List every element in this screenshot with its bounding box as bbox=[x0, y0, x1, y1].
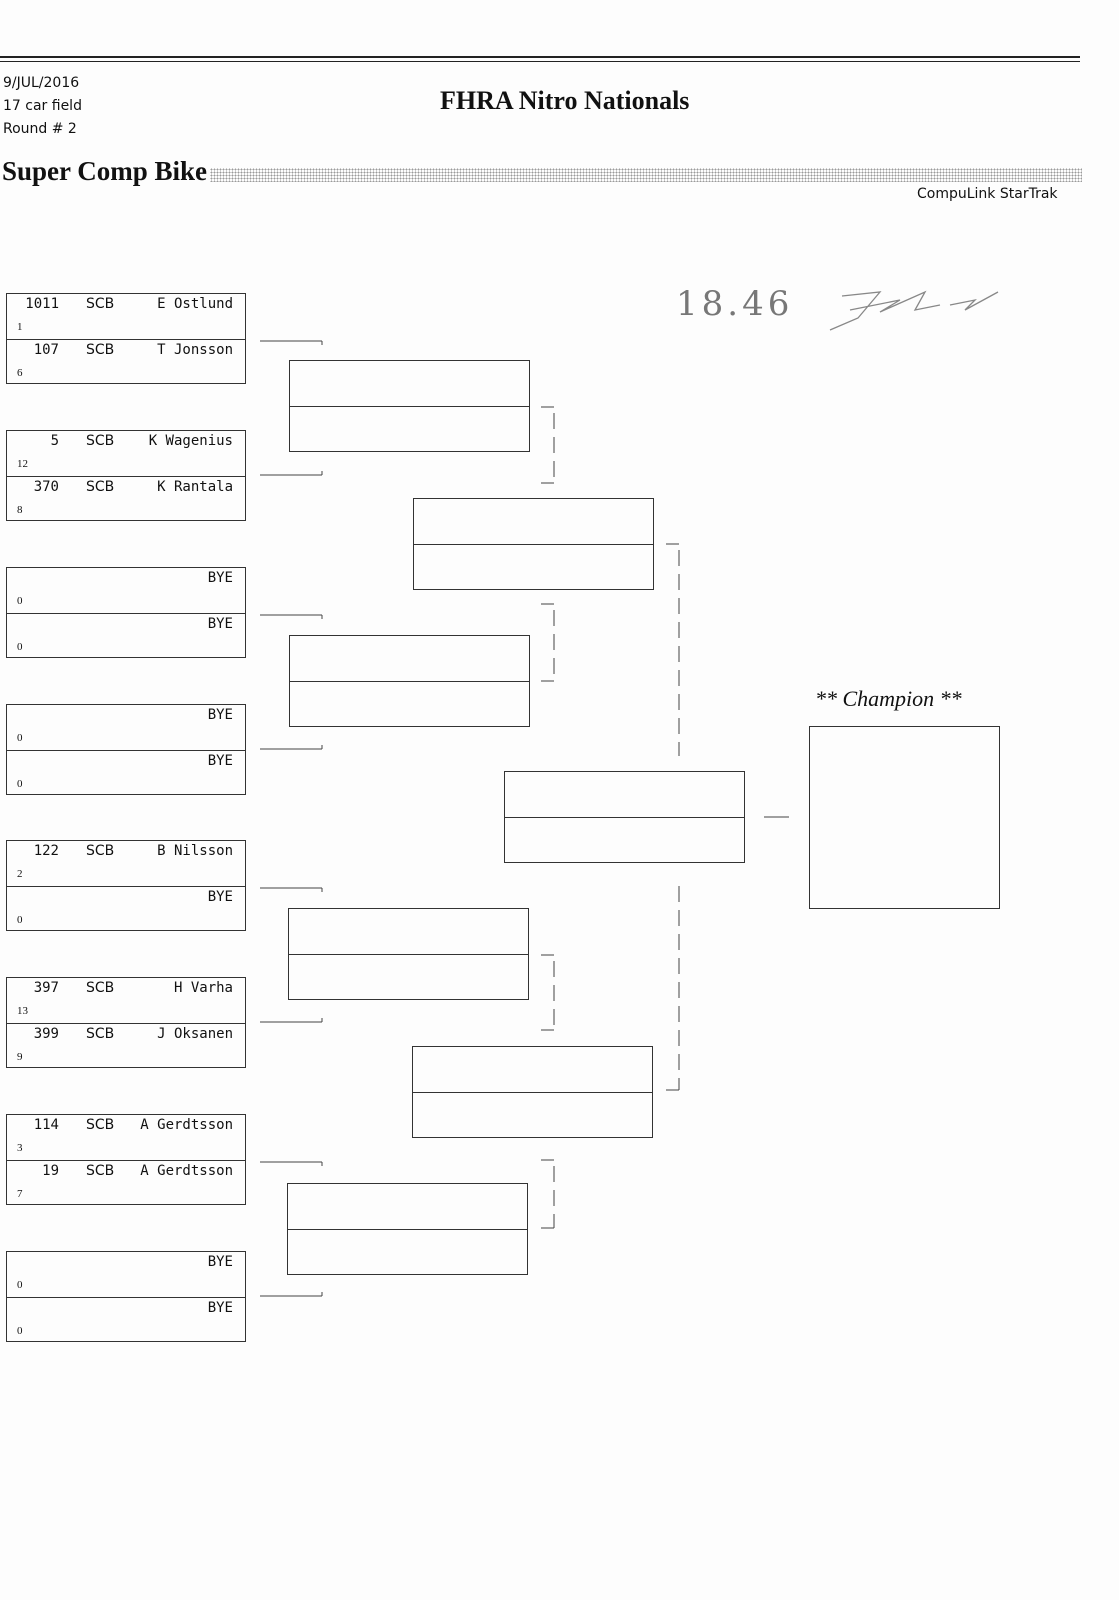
seed-number: 2 bbox=[17, 868, 23, 880]
class-code: SCB bbox=[86, 1163, 115, 1179]
seed-number: 9 bbox=[17, 1051, 23, 1063]
car-number: 5 bbox=[50, 433, 59, 449]
seed-number: 12 bbox=[17, 458, 28, 470]
car-number: 114 bbox=[33, 1117, 59, 1133]
entry-row: BYE 0 bbox=[7, 1297, 245, 1342]
class-code: SCB bbox=[86, 342, 115, 358]
handwritten-time: 18.46 bbox=[676, 284, 794, 324]
seed-number: 0 bbox=[17, 1279, 23, 1291]
seed-number: 6 bbox=[17, 367, 23, 379]
entry-row: BYE 0 bbox=[7, 705, 245, 750]
seed-number: 0 bbox=[17, 641, 23, 653]
round-3-box bbox=[413, 498, 654, 590]
seed-number: 8 bbox=[17, 504, 23, 516]
round-2-box bbox=[289, 360, 530, 452]
entry-row: 107 SCB T Jonsson 6 bbox=[7, 339, 245, 384]
seed-number: 0 bbox=[17, 914, 23, 926]
class-code: SCB bbox=[86, 479, 115, 495]
dotted-band bbox=[210, 168, 1082, 182]
entry-row: 370 SCB K Rantala 8 bbox=[7, 476, 245, 521]
champion-label: ** Champion ** bbox=[815, 686, 962, 711]
driver-name: H Varha bbox=[173, 980, 233, 996]
driver-name: K Rantala bbox=[157, 479, 233, 495]
class-code: SCB bbox=[86, 1117, 115, 1133]
driver-name: B Nilsson bbox=[157, 843, 233, 859]
round-4-box bbox=[504, 771, 745, 863]
entry-row: BYE 0 bbox=[7, 886, 245, 931]
driver-name: A Gerdtsson bbox=[140, 1163, 233, 1179]
driver-name: BYE bbox=[207, 1254, 233, 1270]
event-title: FHRA Nitro Nationals bbox=[440, 86, 690, 115]
driver-name: E Ostlund bbox=[157, 296, 233, 312]
class-code: SCB bbox=[86, 980, 115, 996]
driver-name: BYE bbox=[207, 1300, 233, 1316]
seed-number: 7 bbox=[17, 1188, 23, 1200]
driver-name: BYE bbox=[207, 570, 233, 586]
seed-number: 0 bbox=[17, 732, 23, 744]
header-rule bbox=[0, 56, 1080, 58]
car-number: 107 bbox=[33, 342, 59, 358]
entry-row: 399 SCB J Oksanen 9 bbox=[7, 1023, 245, 1068]
class-code: SCB bbox=[86, 843, 115, 859]
entry-row: 19 SCB A Gerdtsson 7 bbox=[7, 1160, 245, 1205]
entry-row: BYE 0 bbox=[7, 568, 245, 613]
seed-number: 13 bbox=[17, 1005, 28, 1017]
driver-name: BYE bbox=[207, 616, 233, 632]
car-number: 19 bbox=[42, 1163, 59, 1179]
driver-name: BYE bbox=[207, 889, 233, 905]
entry-row: 114 SCB A Gerdtsson 3 bbox=[7, 1115, 245, 1160]
car-number: 399 bbox=[33, 1026, 59, 1042]
round-2-box bbox=[288, 908, 529, 1000]
class-code: SCB bbox=[86, 1026, 115, 1042]
car-number: 122 bbox=[33, 843, 59, 859]
seed-number: 0 bbox=[17, 778, 23, 790]
seed-number: 0 bbox=[17, 595, 23, 607]
seed-number: 0 bbox=[17, 1325, 23, 1337]
driver-name: K Wagenius bbox=[148, 433, 233, 449]
seed-number: 1 bbox=[17, 321, 23, 333]
entry-row: BYE 0 bbox=[7, 1252, 245, 1297]
entry-row: 122 SCB B Nilsson 2 bbox=[7, 841, 245, 886]
car-number: 1011 bbox=[25, 296, 59, 312]
field-size: 17 car field bbox=[3, 98, 82, 114]
entry-row: BYE 0 bbox=[7, 613, 245, 658]
brand-label: CompuLink StarTrak bbox=[917, 186, 1058, 202]
driver-name: A Gerdtsson bbox=[140, 1117, 233, 1133]
entry-row: 5 SCB K Wagenius 12 bbox=[7, 431, 245, 476]
car-number: 370 bbox=[33, 479, 59, 495]
entry-row: 1011 SCB E Ostlund 1 bbox=[7, 294, 245, 339]
round-number: Round # 2 bbox=[3, 121, 77, 137]
champion-box bbox=[809, 726, 1000, 909]
entry-row: 397 SCB H Varha 13 bbox=[7, 978, 245, 1023]
round-2-box bbox=[289, 635, 530, 727]
date: 9/JUL/2016 bbox=[3, 75, 80, 91]
class-code: SCB bbox=[86, 433, 115, 449]
seed-number: 3 bbox=[17, 1142, 23, 1154]
driver-name: J Oksanen bbox=[157, 1026, 233, 1042]
class-title: Super Comp Bike bbox=[2, 156, 208, 186]
round-2-box bbox=[287, 1183, 528, 1275]
driver-name: T Jonsson bbox=[157, 342, 233, 358]
header-rule bbox=[0, 61, 1080, 62]
entry-row: BYE 0 bbox=[7, 750, 245, 795]
round-3-box bbox=[412, 1046, 653, 1138]
driver-name: BYE bbox=[207, 753, 233, 769]
driver-name: BYE bbox=[207, 707, 233, 723]
class-code: SCB bbox=[86, 296, 115, 312]
car-number: 397 bbox=[33, 980, 59, 996]
